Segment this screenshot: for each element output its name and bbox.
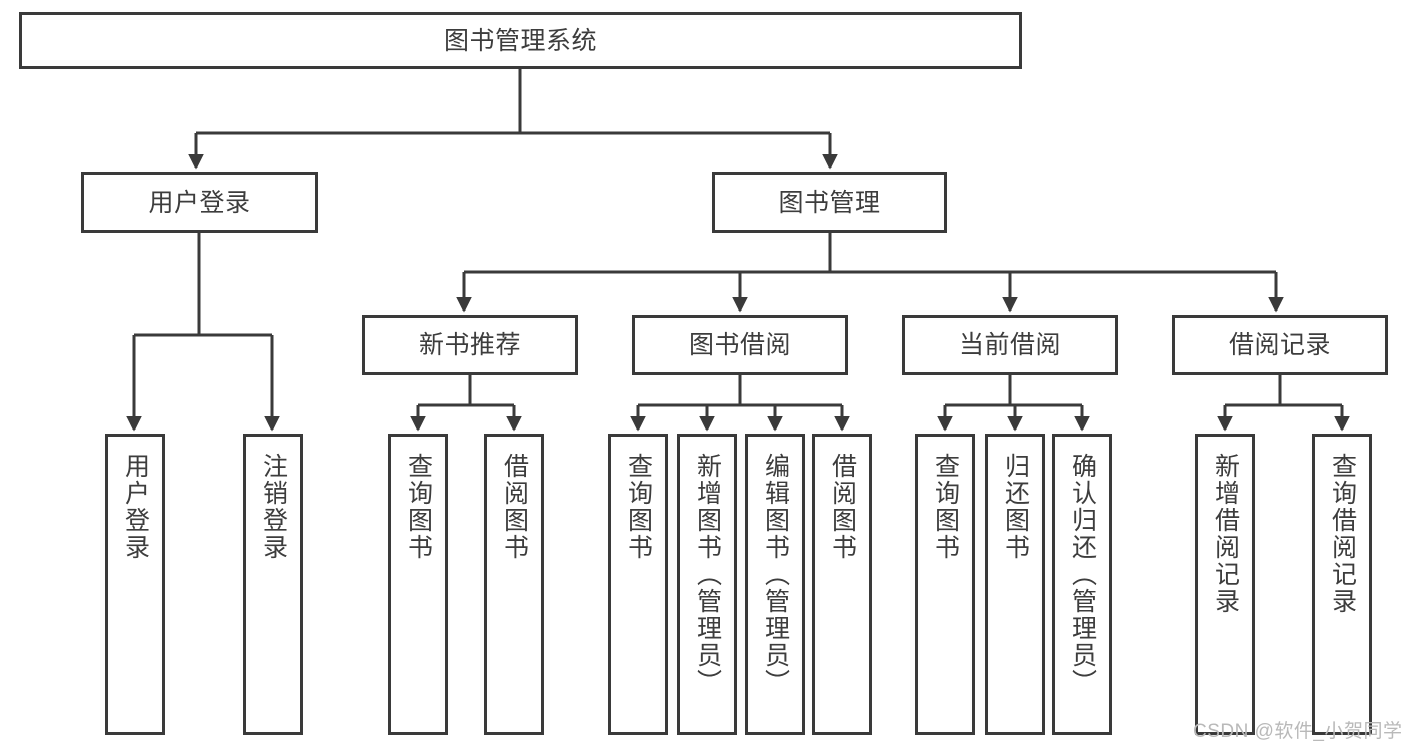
node-leaf-add-record[interactable]: 新增借阅记录 xyxy=(1195,434,1255,735)
node-leaf-borrow-book-1[interactable]: 借阅图书 xyxy=(484,434,544,735)
node-current-borrow-label: 当前借阅 xyxy=(958,331,1061,359)
node-borrow-records[interactable]: 借阅记录 xyxy=(1172,315,1388,375)
node-leaf-borrow-book-1-label: 借阅图书 xyxy=(500,453,529,561)
node-leaf-return-book-label: 归还图书 xyxy=(1001,453,1030,561)
node-leaf-query-book-3[interactable]: 查询图书 xyxy=(915,434,975,735)
node-leaf-logout[interactable]: 注销登录 xyxy=(243,434,303,735)
node-leaf-edit-book-label: 编辑图书（管理员） xyxy=(761,453,790,696)
node-leaf-borrow-book-2[interactable]: 借阅图书 xyxy=(812,434,872,735)
node-leaf-query-book-2-label: 查询图书 xyxy=(624,453,653,561)
node-book-manage-label: 图书管理 xyxy=(778,188,881,217)
node-borrow-records-label: 借阅记录 xyxy=(1228,331,1331,359)
csdn-watermark: CSDN @软件_小贺同学 xyxy=(1193,721,1403,742)
node-leaf-query-book-1-label: 查询图书 xyxy=(404,453,433,561)
node-leaf-query-record[interactable]: 查询借阅记录 xyxy=(1312,434,1372,735)
node-root-label: 图书管理系统 xyxy=(443,26,597,55)
node-leaf-confirm-return[interactable]: 确认归还（管理员） xyxy=(1052,434,1112,735)
node-user-login-label: 用户登录 xyxy=(148,188,251,217)
node-leaf-borrow-book-2-label: 借阅图书 xyxy=(828,453,857,561)
node-current-borrow[interactable]: 当前借阅 xyxy=(902,315,1118,375)
node-leaf-query-book-2[interactable]: 查询图书 xyxy=(608,434,668,735)
node-leaf-return-book[interactable]: 归还图书 xyxy=(985,434,1045,735)
node-root[interactable]: 图书管理系统 xyxy=(19,12,1022,69)
node-leaf-query-book-1[interactable]: 查询图书 xyxy=(388,434,448,735)
node-new-book-rec-label: 新书推荐 xyxy=(418,331,521,359)
node-user-login[interactable]: 用户登录 xyxy=(81,172,318,233)
node-leaf-edit-book[interactable]: 编辑图书（管理员） xyxy=(745,434,805,735)
node-leaf-user-login[interactable]: 用户登录 xyxy=(105,434,165,735)
node-leaf-logout-label: 注销登录 xyxy=(259,453,288,561)
node-leaf-query-book-3-label: 查询图书 xyxy=(931,453,960,561)
node-leaf-query-record-label: 查询借阅记录 xyxy=(1328,453,1357,615)
node-leaf-add-record-label: 新增借阅记录 xyxy=(1211,453,1240,615)
node-leaf-confirm-return-label: 确认归还（管理员） xyxy=(1068,453,1097,696)
node-leaf-add-book[interactable]: 新增图书（管理员） xyxy=(677,434,737,735)
node-book-borrow[interactable]: 图书借阅 xyxy=(632,315,848,375)
node-leaf-add-book-label: 新增图书（管理员） xyxy=(693,453,722,696)
node-leaf-user-login-label: 用户登录 xyxy=(121,453,150,561)
node-book-manage[interactable]: 图书管理 xyxy=(712,172,947,233)
node-new-book-rec[interactable]: 新书推荐 xyxy=(362,315,578,375)
node-book-borrow-label: 图书借阅 xyxy=(688,331,791,359)
